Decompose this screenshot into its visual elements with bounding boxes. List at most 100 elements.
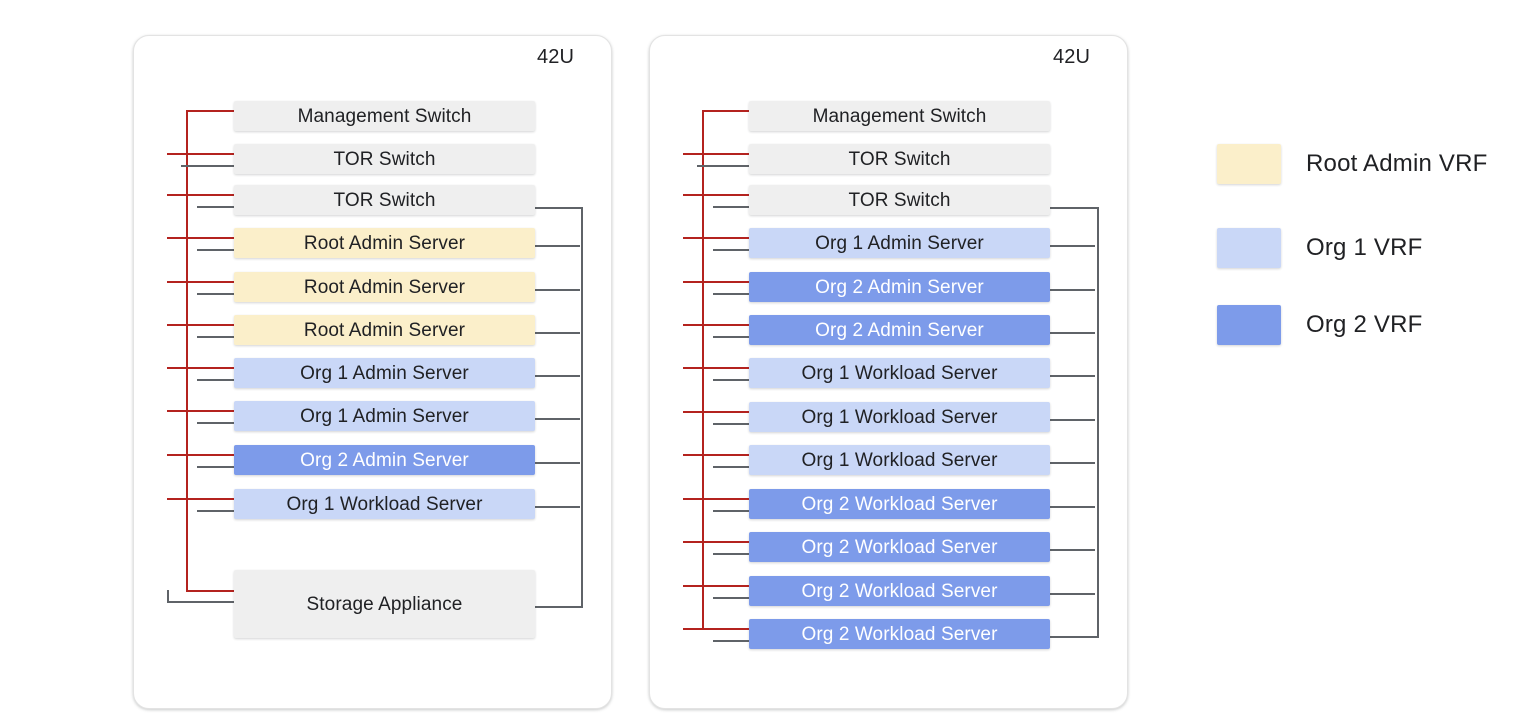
rack-unit-label: Org 2 Workload Server	[801, 536, 998, 558]
rack-unit-org-1-workload-server[interactable]: Org 1 Workload Server	[749, 402, 1050, 432]
rack-unit-org-2-workload-server[interactable]: Org 2 Workload Server	[749, 489, 1050, 519]
power-trunk-vertical	[702, 110, 704, 628]
network-cable-row-3	[197, 249, 234, 251]
power-cable-row-6	[167, 367, 234, 369]
network-port-stub-row-9	[535, 506, 580, 508]
network-trunk-elbow-vertical	[167, 590, 169, 603]
rack-unit-root-admin-server[interactable]: Root Admin Server	[234, 228, 535, 258]
rack-unit-management-switch[interactable]: Management Switch	[749, 101, 1050, 131]
network-port-stub-row-4	[535, 289, 580, 291]
legend-item[interactable]: Org 1 VRF	[1217, 228, 1423, 268]
power-cable-row-5	[167, 324, 234, 326]
network-port-stub-row-4	[1050, 289, 1095, 291]
legend-item[interactable]: Org 2 VRF	[1217, 305, 1423, 345]
network-downlink-to-bottom-unit	[535, 606, 583, 608]
network-cable-row-6	[197, 379, 234, 381]
rack-unit-org-2-workload-server[interactable]: Org 2 Workload Server	[749, 576, 1050, 606]
rack-unit-org-1-admin-server[interactable]: Org 1 Admin Server	[234, 358, 535, 388]
network-cable-row-1	[181, 165, 234, 167]
rack-unit-label: Org 1 Admin Server	[300, 405, 469, 427]
rack-unit-tor-switch[interactable]: TOR Switch	[749, 144, 1050, 174]
rack-unit-org-1-admin-server[interactable]: Org 1 Admin Server	[234, 401, 535, 431]
power-cable-row-11	[683, 585, 749, 587]
network-port-stub-row-7	[1050, 419, 1095, 421]
rack-unit-label: TOR Switch	[848, 189, 951, 211]
network-port-stub-row-5	[535, 332, 580, 334]
power-cable-row-10	[683, 541, 749, 543]
rack-unit-label: Org 2 Admin Server	[815, 276, 984, 298]
network-port-stub-row-6	[1050, 375, 1095, 377]
legend-swatch-root-admin-vrf	[1217, 144, 1281, 184]
rack-unit-label: TOR Switch	[333, 189, 436, 211]
network-cable-row-9	[713, 510, 749, 512]
power-cable-row-1	[167, 153, 234, 155]
vrf-legend: Root Admin VRF Org 1 VRF Org 2 VRF	[1217, 144, 1507, 354]
rack-unit-label: Org 1 Admin Server	[300, 362, 469, 384]
network-trunk-vertical	[581, 207, 583, 606]
rack-unit-tor-switch[interactable]: TOR Switch	[234, 185, 535, 215]
rack-unit-label: Management Switch	[812, 105, 987, 127]
power-cable-row-5	[683, 324, 749, 326]
rack-unit-org-2-admin-server[interactable]: Org 2 Admin Server	[749, 315, 1050, 345]
rack-unit-org-1-workload-server[interactable]: Org 1 Workload Server	[749, 358, 1050, 388]
rack-unit-org-1-workload-server[interactable]: Org 1 Workload Server	[749, 445, 1050, 475]
legend-label-root-admin-vrf: Root Admin VRF	[1306, 150, 1488, 177]
rack-unit-tor-switch[interactable]: TOR Switch	[234, 144, 535, 174]
rack-unit-root-admin-server[interactable]: Root Admin Server	[234, 272, 535, 302]
rack-unit-management-switch[interactable]: Management Switch	[234, 101, 535, 131]
rack-unit-tor-switch[interactable]: TOR Switch	[749, 185, 1050, 215]
network-cable-row-3	[713, 249, 749, 251]
legend-item[interactable]: Root Admin VRF	[1217, 144, 1488, 184]
power-cable-row-0	[186, 110, 234, 112]
network-cable-row-11	[713, 597, 749, 599]
network-port-stub-row-10	[1050, 549, 1095, 551]
network-cable-row-5	[197, 336, 234, 338]
power-cable-row-3	[683, 237, 749, 239]
power-cable-row-9	[167, 498, 234, 500]
legend-label-org2-vrf: Org 2 VRF	[1306, 311, 1423, 338]
rack-unit-label: Org 2 Admin Server	[300, 449, 469, 471]
power-cable-row-6	[683, 367, 749, 369]
network-port-stub-row-8	[1050, 462, 1095, 464]
network-trunk-vertical	[1097, 207, 1099, 636]
power-trunk-vertical	[186, 110, 188, 591]
network-cable-row-5	[713, 336, 749, 338]
rack-2-capacity-label: 42U	[1053, 46, 1090, 68]
network-port-stub-row-5	[1050, 332, 1095, 334]
rack-unit-label: Org 1 Workload Server	[286, 493, 483, 515]
network-cable-row-1	[697, 165, 749, 167]
rack-unit-label: Root Admin Server	[303, 276, 466, 298]
rack-unit-label: Org 1 Workload Server	[801, 362, 998, 384]
network-cable-row-2	[197, 206, 234, 208]
rack-unit-label: Org 1 Workload Server	[801, 449, 998, 471]
network-cable-row-7	[197, 422, 234, 424]
network-port-stub-row-7	[535, 418, 580, 420]
rack-unit-label: TOR Switch	[333, 148, 436, 170]
network-cable-row-10	[713, 553, 749, 555]
rack-unit-org-2-admin-server[interactable]: Org 2 Admin Server	[234, 445, 535, 475]
legend-swatch-org1-vrf	[1217, 228, 1281, 268]
network-cable-row-4	[713, 293, 749, 295]
power-cable-row-9	[683, 498, 749, 500]
network-port-stub-row-6	[535, 375, 580, 377]
rack-unit-org-2-admin-server[interactable]: Org 2 Admin Server	[749, 272, 1050, 302]
network-cable-row-7	[713, 423, 749, 425]
rack-unit-org-1-admin-server[interactable]: Org 1 Admin Server	[749, 228, 1050, 258]
network-port-stub-row-11	[1050, 593, 1095, 595]
power-cable-row-8	[167, 454, 234, 456]
rack-unit-org-2-workload-server[interactable]: Org 2 Workload Server	[749, 619, 1050, 649]
power-cable-row-2	[167, 194, 234, 196]
power-cable-row-2	[683, 194, 749, 196]
network-uplink-from-tor-switch	[1050, 207, 1099, 209]
network-cable-row-8	[197, 466, 234, 468]
rack-unit-storage-appliance[interactable]: Storage Appliance	[234, 570, 535, 638]
power-cable-row-0	[702, 110, 749, 112]
rack-unit-root-admin-server[interactable]: Root Admin Server	[234, 315, 535, 345]
rack-unit-label: Org 2 Workload Server	[801, 623, 998, 645]
rack-unit-org-2-workload-server[interactable]: Org 2 Workload Server	[749, 532, 1050, 562]
network-port-stub-row-8	[535, 462, 580, 464]
power-cable-row-4	[167, 281, 234, 283]
rack-unit-org-1-workload-server[interactable]: Org 1 Workload Server	[234, 489, 535, 519]
network-port-stub-row-9	[1050, 506, 1095, 508]
